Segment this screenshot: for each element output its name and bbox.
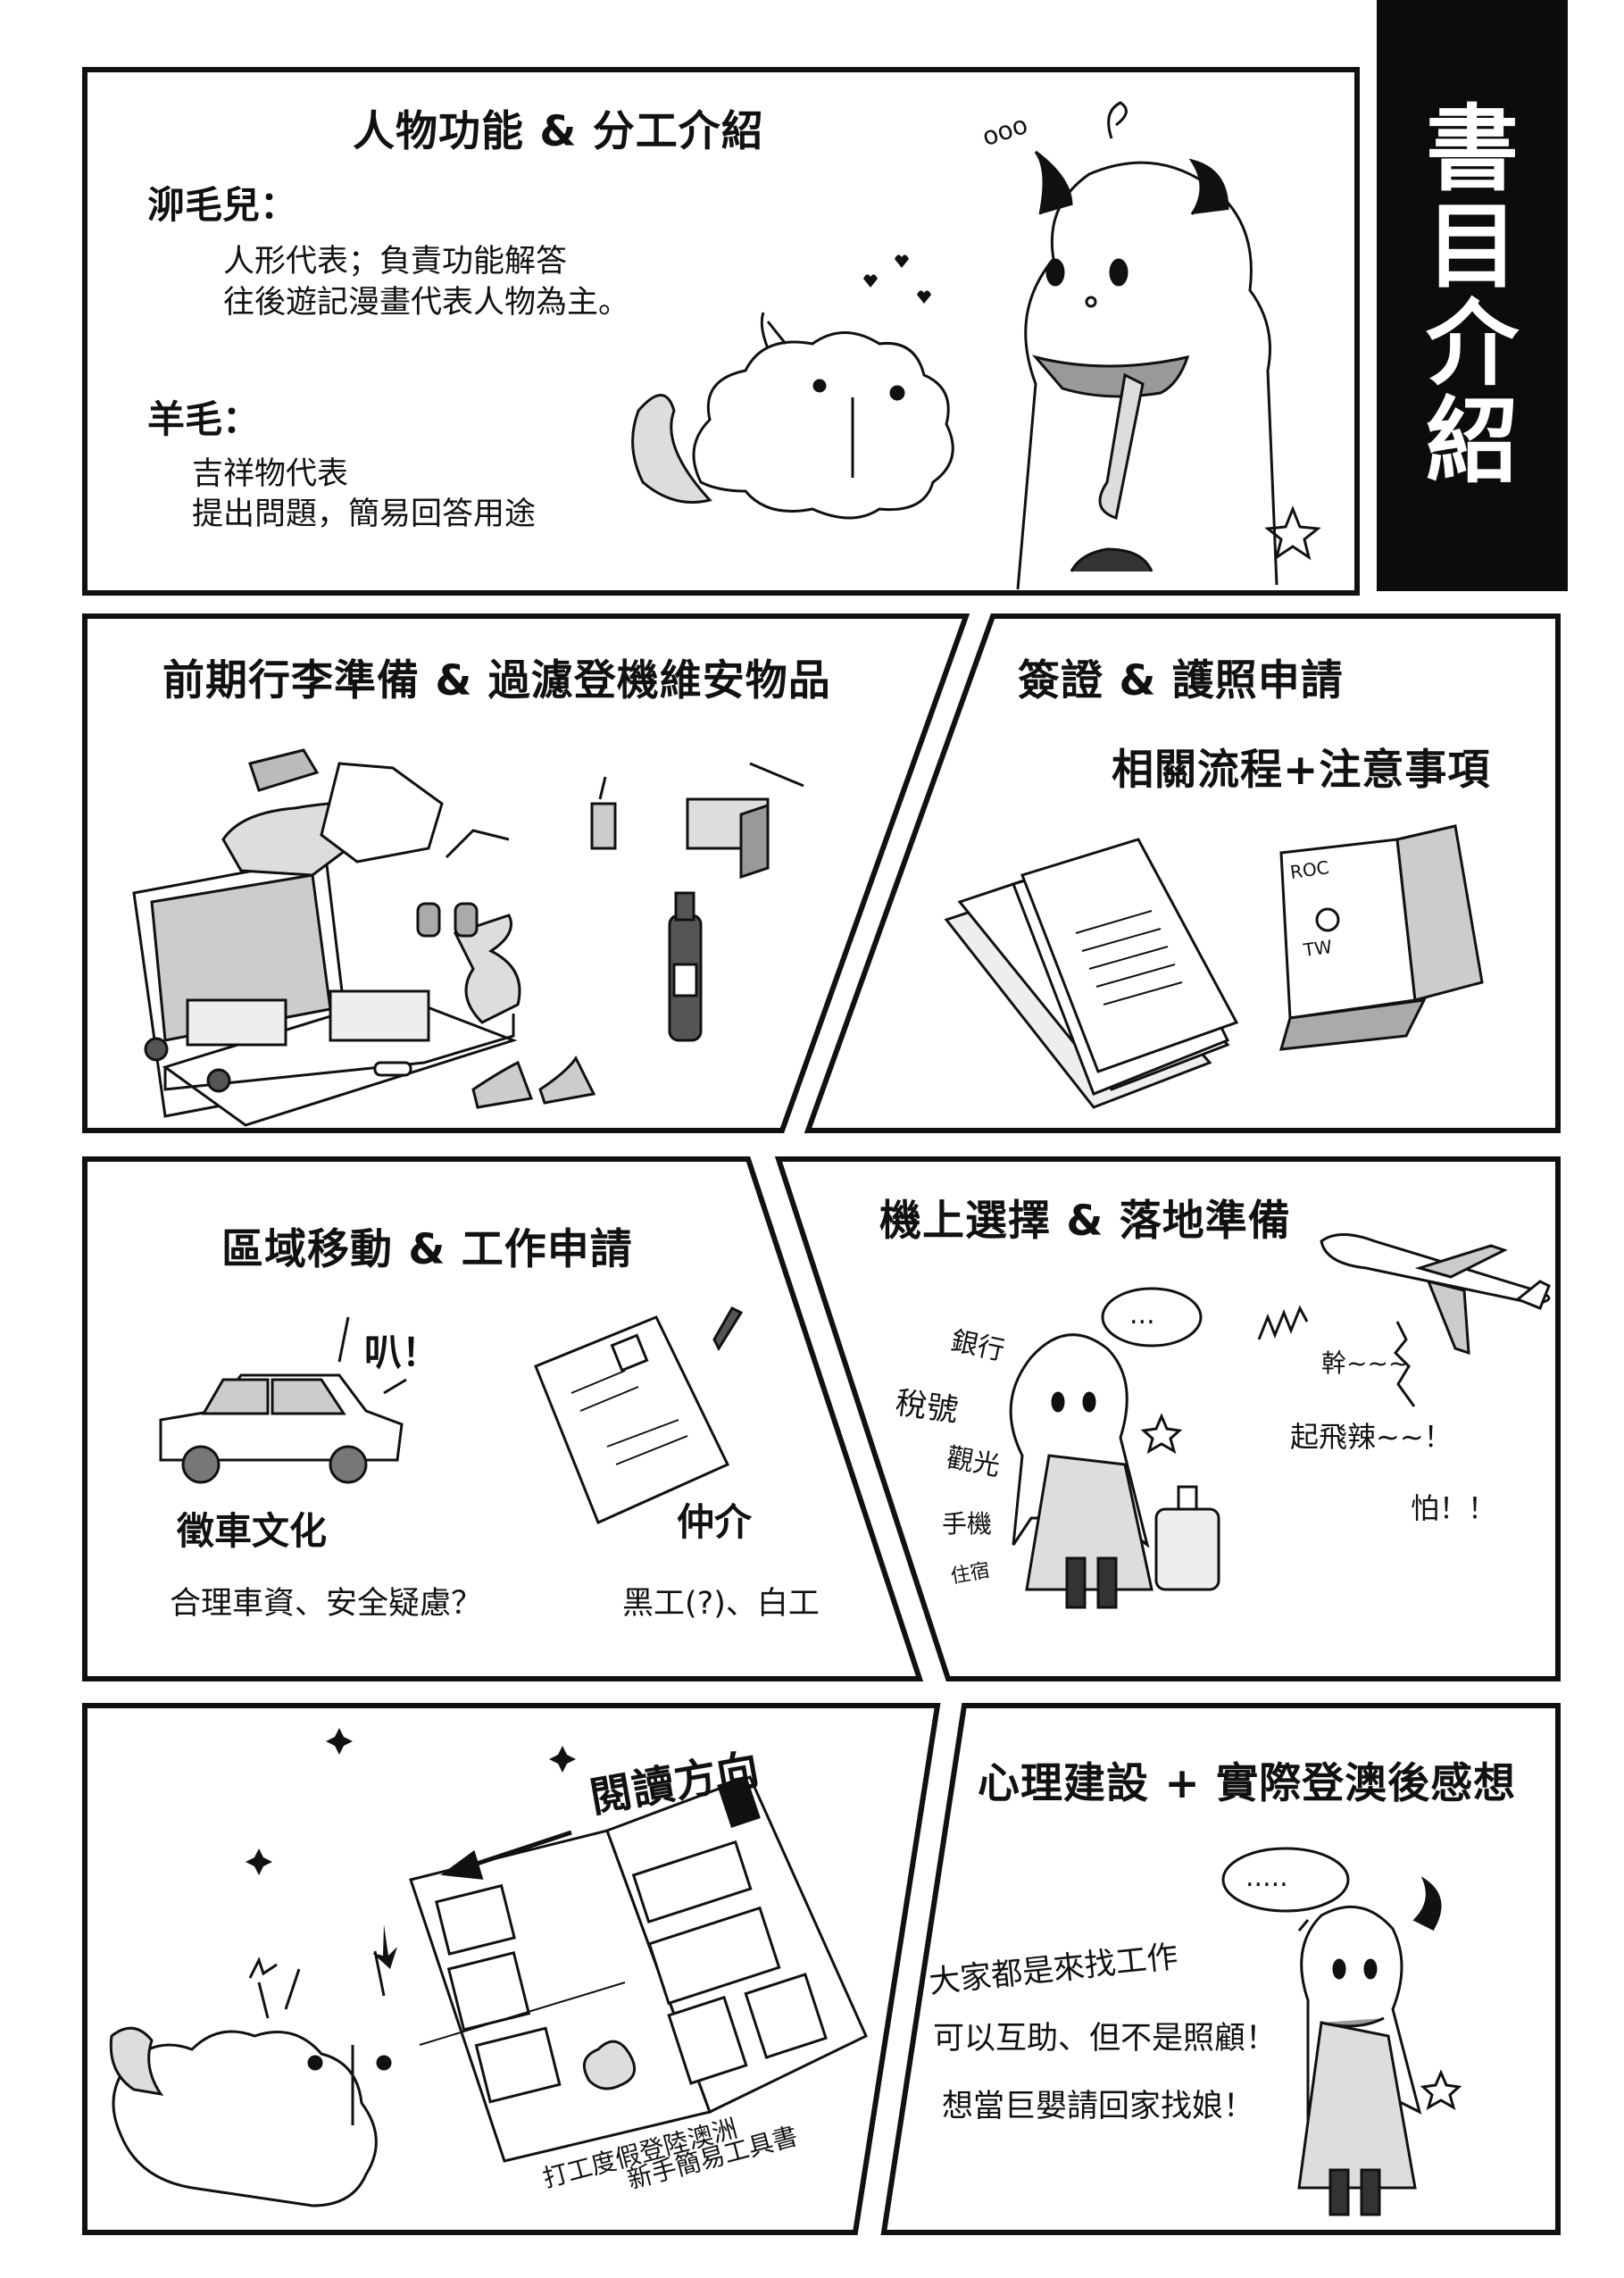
panel-3-frame [804,613,1561,1133]
panel-1-frame [82,67,1360,596]
honk-lines [337,1316,407,1395]
panel-4-title: 區域移動 & 工作申請 [221,1225,633,1274]
thought-bubble-2 [1221,1847,1350,1913]
afterword-line2: 可以互助、但不是照顧！ [933,2021,1278,2057]
traveler-girl-drawing [1009,1287,1220,1609]
sparkles-decoration [246,1728,576,1969]
suitcase-drawing [132,855,518,1127]
panel-2-title: 前期行李準備 & 過濾登機維安物品 [162,656,831,705]
panel-7-title: 心理建設 + 實際登澳後感想 [978,1759,1517,1808]
car-drawing [159,1373,404,1484]
panel-5-title: 機上選擇 & 落地準備 [879,1197,1291,1246]
side-title-char: 目 [1425,191,1519,301]
char1-line1: 人形代表；負責功能解答 [223,244,568,280]
panel-4-frame [82,1156,924,1681]
reading-arrow-drawing [440,1830,572,1880]
documents-drawing [944,838,1239,1109]
panel-3-subtitle: 相關流程+注意事項 [1112,746,1491,795]
ellipsis-bubble-text: ... [1129,1299,1155,1331]
sheep-mascot-drawing [631,312,954,520]
panel-3-title: 簽證 & 護照申請 [1018,656,1344,705]
char2-name: 羊毛： [147,397,261,441]
open-book-drawing [409,1775,868,2163]
sheep-reading-drawing [109,1950,392,2207]
girl-character-drawing [1016,101,1321,590]
panel-6-frame [82,1703,941,2235]
misc-items-drawing [416,762,804,1109]
side-title-char: 書 [1425,94,1519,204]
panel-1-title: 人物功能 & 分工介紹 [353,107,764,156]
char1-name: 泖毛兒： [147,183,298,227]
panel-7-frame [880,1703,1561,2235]
afterword-line3: 想當巨嬰請回家找娘！ [942,2089,1255,2124]
label-agent: 仲介 [677,1500,753,1544]
panel-2-frame [82,613,970,1133]
sfx-takeoff: 起飛辣~~！ [1290,1420,1453,1454]
passport-text-2: TW [1302,935,1334,962]
sub-agent: 黑工(?)、白工 [622,1586,820,1622]
hearts-decoration [863,255,931,304]
zigzag-lines [1257,1305,1416,1407]
passport-drawing [1278,824,1484,1051]
thinking-girl-drawing [1221,1847,1462,2216]
honk-sfx: 叭！ [364,1331,440,1374]
contract-drawing [534,1306,744,1525]
airplane-drawing [1320,1233,1551,1356]
ellipsis-bubble-text-2: ..... [1245,1862,1288,1893]
char2-line1: 吉祥物代表 [192,456,349,492]
word-phone: 手機 [942,1509,993,1539]
char1-line2: 往後遊記漫畫代表人物為主。 [223,285,630,321]
char2-line2: 提出問題，簡易回答用途 [192,496,537,532]
label-hitchhike: 徵車文化 [177,1509,328,1553]
clothes-drawing [221,748,444,877]
sfx-scared: 怕！！ [1411,1491,1497,1525]
sfx-swear: 幹~~~ [1321,1348,1410,1378]
thought-bubble [1101,1287,1203,1348]
side-title-char: 介 [1425,289,1519,398]
sub-hitchhike: 合理車資、安全疑慮？ [170,1586,483,1622]
side-title-char: 紹 [1425,387,1519,496]
panel-5-frame [774,1156,1561,1681]
side-title: 書 目 介 紹 [1377,0,1568,591]
